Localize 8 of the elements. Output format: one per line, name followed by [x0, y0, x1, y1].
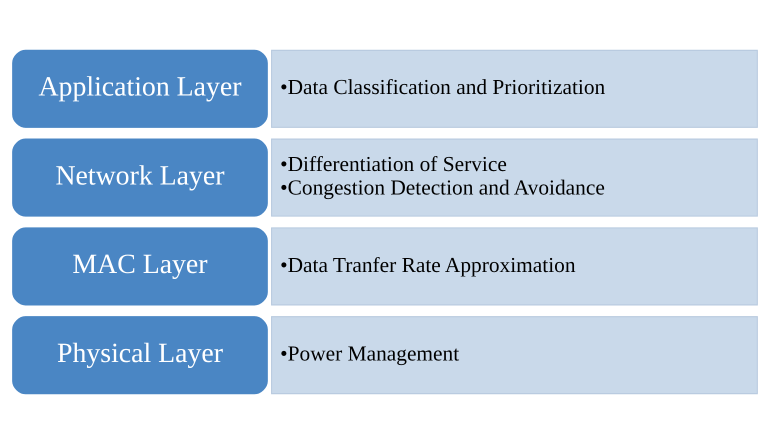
node-box: MAC Layer: [12, 226, 268, 305]
node-box: •Data Classification and Prioritization: [271, 49, 758, 128]
node-box: Physical Layer: [12, 316, 268, 394]
node-box: •Power Management: [271, 316, 758, 394]
node-box: Application Layer: [12, 49, 268, 128]
node-box: Network Layer: [12, 138, 268, 216]
node-box: •Differentiation of Service •Congestion Detection and Avoidance: [271, 138, 758, 216]
node-box: •Data Tranfer Rate Approximation: [271, 226, 758, 305]
